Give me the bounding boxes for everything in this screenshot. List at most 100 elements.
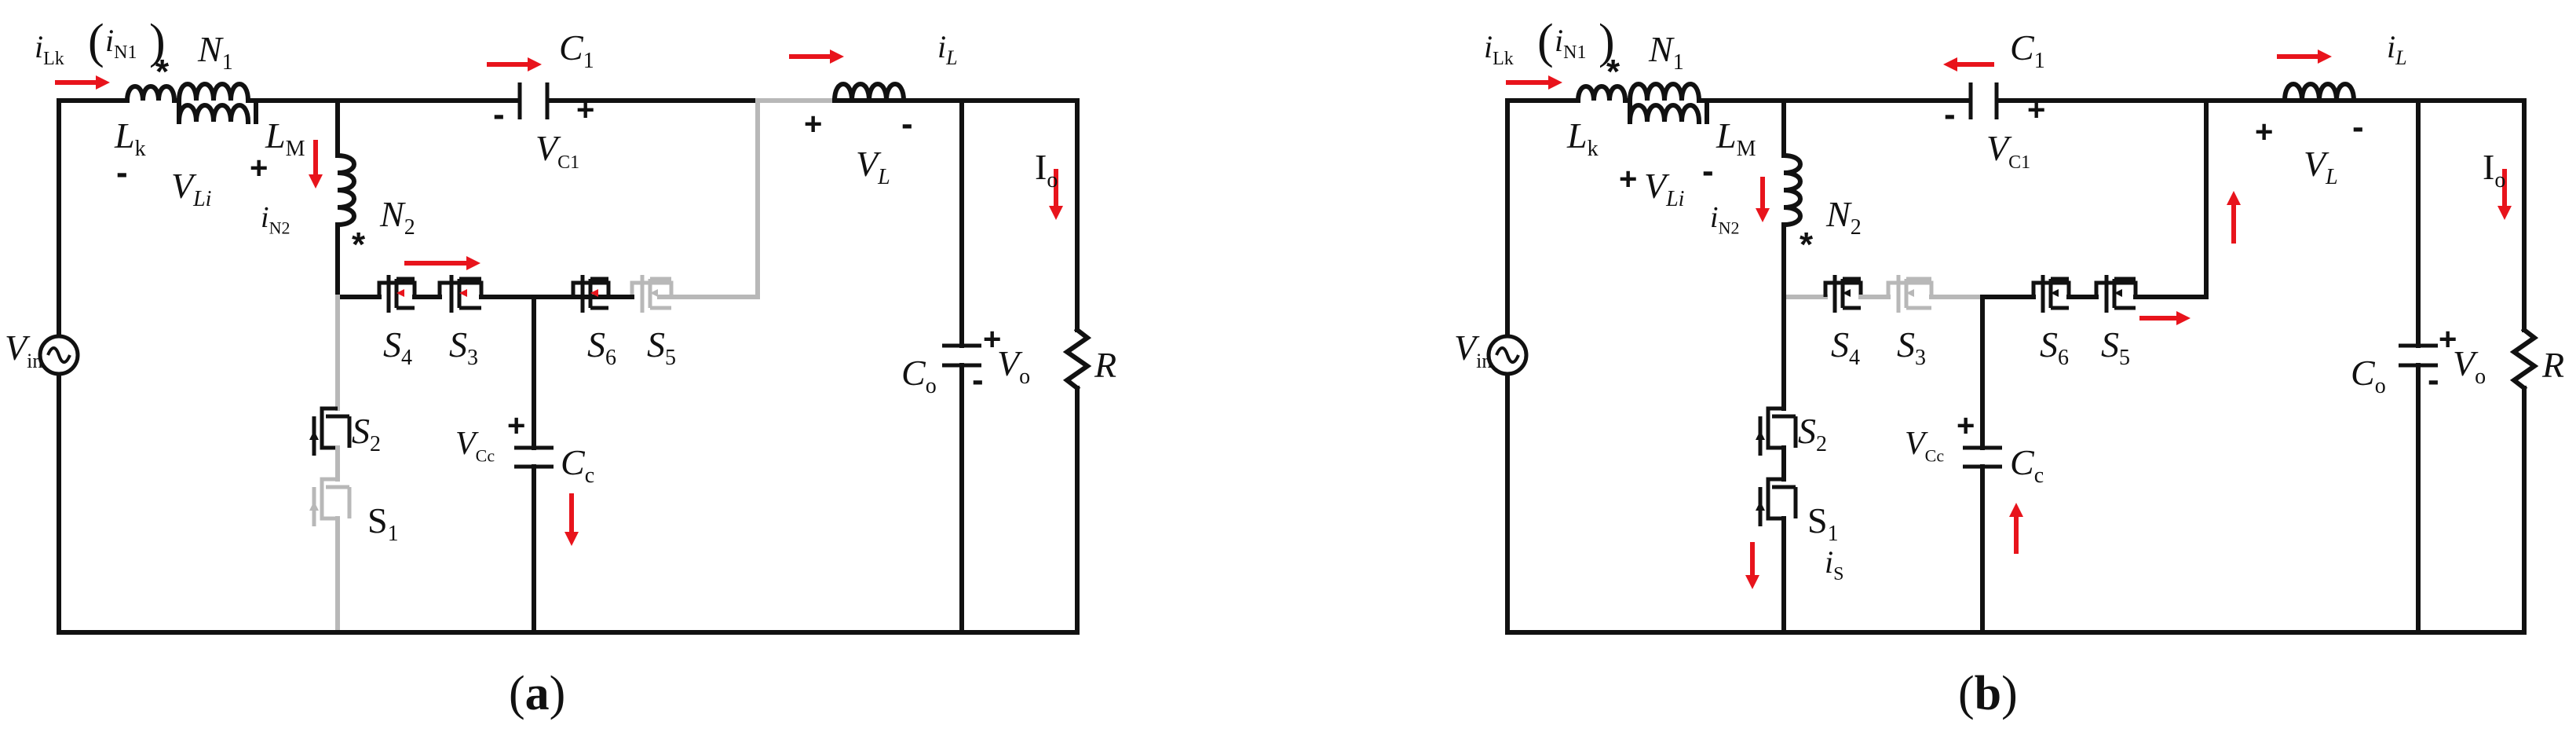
panel-b-label-io: Io [2483,147,2506,193]
panel-b-plus-vli: + [1619,162,1638,196]
panel-a-plus-vo: + [983,322,1002,357]
panel-a-label-s3: S3 [449,324,478,371]
panel-b-label-paren-open: ( [1537,15,1554,68]
panel-a-label-n2: N2 [380,194,415,240]
panel-a-resistor-icon [1062,326,1092,392]
panel-a-label-paren-close: ) [149,15,166,68]
panel-a-current-arrows [55,49,1063,546]
panel-b-label-in1: iN1 [1555,23,1587,63]
panel-b-minus-vli: - [1702,152,1714,190]
panel-a-label-n1: N1 [198,29,233,75]
panel-a-plus-vli: + [250,151,269,185]
panel-b-plus-c1: + [2027,93,2046,127]
panel-b-minus-c1: - [1944,95,1956,134]
panel-b-label-s6: S6 [2040,324,2069,371]
panel-a-l-inductor-icon [831,82,907,104]
panel-a-label-vin: Vin [5,328,43,373]
panel-a-label-io: Io [1035,147,1058,193]
panel-a-label-vo: Vo [997,343,1031,390]
panel-a-label-vl: VL [856,144,890,190]
panel-a-inactive-path [657,98,760,299]
panel-b-label-vin: Vin [1454,328,1493,373]
panel-b-plus-cc: + [1957,408,1975,443]
panel-b-s6-switch-icon [2031,275,2071,313]
panel-b-circuit [1489,49,2539,635]
panel-a-s4-switch-icon [377,275,417,313]
panel-a-label-cc: Cc [561,442,595,489]
panel-a-s2-switch-icon [309,406,352,456]
panel-b-plus-vo: + [2439,322,2457,357]
panel-b-label-vc1: VC1 [1986,128,2031,174]
panel-a-label-in2: iN2 [261,201,290,238]
panel-a-s5-switch-icon [630,275,674,313]
panel-b-label-s1: S1 [1807,500,1839,547]
panel-a-label-s5: S5 [647,324,676,371]
panel-a-s6-switch-icon [571,275,611,313]
panel-b-label-s5: S5 [2101,324,2130,371]
panel-b-label-lm: LM [1716,115,1756,162]
panel-a-lk-inductor-icon [124,84,177,104]
panel-a-minus-vo: - [972,361,984,399]
panel-a-label-s4: S4 [383,324,412,371]
panel-b-c1-capacitor-icon [1968,82,1999,119]
panel-b-label-vcc: VCc [1905,426,1945,466]
panel-b-label-s3: S3 [1897,324,1926,371]
panel-b-l-inductor-icon [2282,82,2357,104]
panel-a-label-co: Co [901,353,937,399]
panel-a-minus-vli: - [116,153,128,192]
panel-a-label-in1: iN1 [105,23,137,63]
panel-a-label-s2: S2 [352,411,381,457]
panel-a-label-vcc: VCc [455,426,495,466]
panel-a-plus-cc: + [507,408,526,443]
panel-a-dot-n1: * [155,53,170,91]
panel-a-co-capacitor-icon [942,343,981,368]
panel-b-label-n1: N1 [1649,29,1684,75]
panel-b-label-c1: C1 [2010,27,2045,74]
panel-b-s2-switch-icon [1756,406,1798,456]
panel-b-label-cc: Cc [2010,442,2044,489]
panel-b-s4-switch-icon [1823,275,1863,313]
panel-b-dot-n2: * [1800,225,1814,264]
panel-b-label-ilk: iLk [1484,29,1514,69]
panel-b-dot-n1: * [1606,53,1621,91]
panel-a-minus-vl: - [901,104,913,143]
panel-b-ac-source-icon [1489,336,1526,374]
panel-b-s3-switch-icon [1886,275,1934,313]
panel-b-current-arrows [1506,49,2512,589]
panel-b-n2-winding-icon [1781,152,1803,228]
panel-b-caption: (b) [1958,667,2018,720]
panel-a-caption: (a) [509,667,566,720]
panel-a-label-paren-open: ( [88,15,104,68]
panel-a-ac-source-icon [40,336,78,374]
panel-b-minus-vl: - [2352,108,2364,146]
panel-a-label-s1: S1 [367,500,399,547]
panel-a-plus-vl: + [804,107,823,141]
panel-a-circuit [40,49,1092,635]
panel-a-s1-switch-icon [309,477,352,526]
panel-b-label-r: R [2542,345,2565,385]
panel-a-label-s6: S6 [587,324,616,371]
panel-b-plus-vl: + [2255,115,2274,149]
panel-b-s1-switch-icon [1756,477,1798,526]
panel-b-s5-switch-icon [2094,275,2138,313]
panel-b-co-capacitor-icon [2399,343,2438,368]
panel-a-n1-winding-icon [176,82,251,104]
panel-b-minus-vo: - [2428,361,2439,399]
panel-b-label-is: iS [1825,544,1844,584]
panel-a-s3-switch-icon [437,275,484,313]
panel-b-label-lk: Lk [1567,115,1599,162]
panel-a-label-r: R [1094,345,1117,385]
panel-a-c1-capacitor-icon [517,82,550,119]
panel-a-label-lm: LM [265,115,305,162]
panel-b-label-vo: Vo [2453,343,2486,390]
panel-b-lk-inductor-icon [1575,84,1628,104]
panel-b-label-s2: S2 [1798,411,1827,457]
panel-b-label-n2: N2 [1826,194,1862,240]
panel-b-label-vli: VLi [1644,166,1685,212]
panel-b-label-co: Co [2351,353,2386,399]
panel-b-label-in2: iN2 [1710,201,1740,238]
panel-a-label-ilk: iLk [35,29,64,69]
panel-b-label-vl: VL [2304,144,2338,190]
